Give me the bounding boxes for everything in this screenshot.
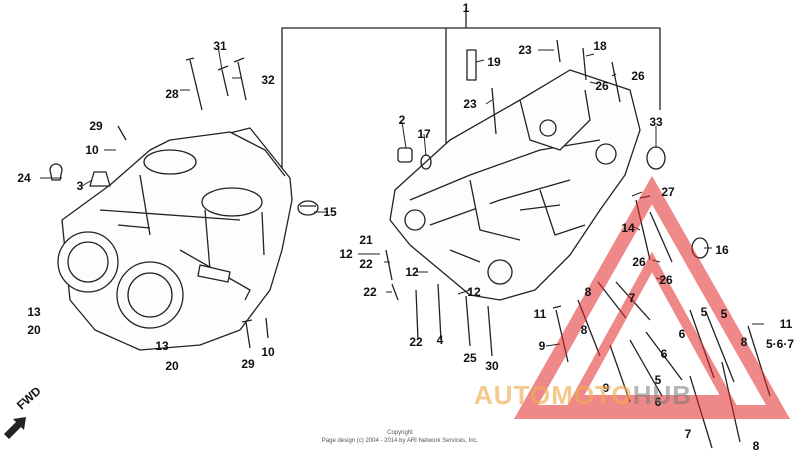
upper-crankcase bbox=[57, 127, 293, 351]
part-callout-55: 11 bbox=[779, 317, 793, 331]
part-callout-28: 22 bbox=[363, 285, 377, 299]
part-callout-45: 5 bbox=[700, 305, 708, 319]
copyright-line: Copyright bbox=[387, 430, 413, 436]
plug-3 bbox=[89, 171, 111, 187]
part-callout-43: 7 bbox=[628, 291, 636, 305]
part-callout-13: 23 bbox=[463, 97, 477, 111]
part-callout-41: 9 bbox=[538, 339, 546, 353]
part-callout-31: 22 bbox=[409, 335, 423, 349]
part-callout-46: 8 bbox=[580, 323, 588, 337]
part-callout-32: 25 bbox=[463, 351, 477, 365]
collar-2 bbox=[397, 147, 413, 163]
part-callout-19: 27 bbox=[661, 185, 675, 199]
seal-33 bbox=[646, 146, 666, 170]
watermark-logo bbox=[513, 175, 791, 419]
part-callout-15: 18 bbox=[593, 39, 607, 53]
part-callout-52: 7 bbox=[684, 427, 692, 441]
part-callout-48: 5 bbox=[720, 307, 728, 321]
part-callout-47: 6 bbox=[660, 347, 668, 361]
dowel-19 bbox=[466, 49, 477, 81]
part-callout-11: 17 bbox=[417, 127, 431, 141]
part-callout-25: 12 bbox=[339, 247, 353, 261]
part-callout-56: 5·6·7 bbox=[765, 337, 795, 351]
part-callout-38: 29 bbox=[241, 357, 255, 371]
part-callout-21: 16 bbox=[715, 243, 729, 257]
part-callout-35: 20 bbox=[27, 323, 41, 337]
part-callout-5: 29 bbox=[89, 119, 103, 133]
part-callout-2: 31 bbox=[213, 39, 227, 53]
part-callout-18: 33 bbox=[649, 115, 663, 129]
part-callout-3: 32 bbox=[261, 73, 275, 87]
part-callout-20: 14 bbox=[621, 221, 635, 235]
part-callout-29: 12 bbox=[467, 285, 481, 299]
part-callout-4: 28 bbox=[165, 87, 179, 101]
part-callout-14: 23 bbox=[518, 43, 532, 57]
watermark-text: AUTOMOTOHUB bbox=[474, 380, 693, 410]
part-callout-36: 13 bbox=[155, 339, 169, 353]
part-callout-24: 21 bbox=[359, 233, 373, 247]
part-callout-22: 26 bbox=[632, 255, 646, 269]
part-callout-8: 3 bbox=[76, 179, 84, 193]
part-callout-53: 8 bbox=[740, 335, 748, 349]
part-callout-37: 20 bbox=[165, 359, 179, 373]
part-callout-1: 1 bbox=[462, 1, 470, 15]
part-callout-30: 4 bbox=[436, 333, 444, 347]
part-callout-50: 6 bbox=[654, 395, 662, 409]
part-callout-39: 10 bbox=[261, 345, 275, 359]
part-callout-34: 13 bbox=[27, 305, 41, 319]
part-callout-9: 15 bbox=[323, 205, 337, 219]
part-callout-51: 5 bbox=[654, 373, 662, 387]
part-callout-40: 11 bbox=[533, 307, 547, 321]
part-callout-23: 26 bbox=[659, 273, 673, 287]
part-callout-42: 8 bbox=[584, 285, 592, 299]
part-callout-16: 26 bbox=[595, 79, 609, 93]
part-callout-26: 22 bbox=[359, 257, 373, 271]
part-callout-44: 6 bbox=[678, 327, 686, 341]
oil-seal-15 bbox=[297, 200, 319, 216]
part-callout-7: 24 bbox=[17, 171, 31, 185]
part-callout-54: 8 bbox=[752, 439, 760, 453]
part-callout-49: 9 bbox=[602, 381, 610, 395]
part-callout-6: 10 bbox=[85, 143, 99, 157]
copyright-notice: Page design (c) 2004 - 2014 by ARI Netwo… bbox=[321, 438, 479, 444]
forward-arrow-icon bbox=[4, 417, 26, 439]
part-callout-27: 12 bbox=[405, 265, 419, 279]
lower-crankcase bbox=[389, 69, 641, 301]
part-callout-33: 30 bbox=[485, 359, 499, 373]
part-callout-12: 19 bbox=[487, 55, 501, 69]
part-callout-17: 26 bbox=[631, 69, 645, 83]
cap-24 bbox=[49, 163, 63, 181]
part-callout-10: 2 bbox=[398, 113, 406, 127]
